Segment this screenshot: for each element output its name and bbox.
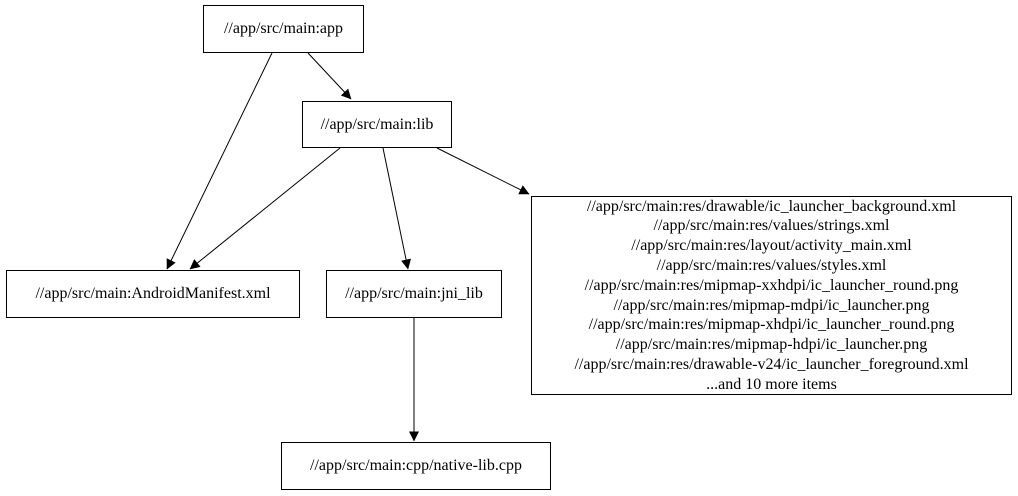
node-app: //app/src/main:app [203,5,364,53]
res-item: //app/src/main:res/layout/activity_main.… [631,237,912,255]
edge-lib-to-jni-lib [382,147,411,270]
node-native-lib-cpp: //app/src/main:cpp/native-lib.cpp [281,442,551,490]
node-android-manifest-label: //app/src/main:AndroidManifest.xml [35,285,271,303]
res-item: //app/src/main:res/values/strings.xml [653,217,890,235]
res-item: //app/src/main:res/drawable-v24/ic_launc… [574,355,969,373]
edge-lib-to-manifest [189,147,341,270]
node-android-manifest: //app/src/main:AndroidManifest.xml [6,270,300,318]
res-item: //app/src/main:res/values/styles.xml [656,256,887,274]
res-item: //app/src/main:res/mipmap-hdpi/ic_launch… [615,336,928,354]
node-app-label: //app/src/main:app [223,20,344,38]
res-more-items: ...and 10 more items [706,375,837,393]
edge-lib-to-res-group [436,147,530,195]
res-item: //app/src/main:res/drawable/ic_launcher_… [586,197,957,215]
res-item: //app/src/main:res/mipmap-xhdpi/ic_launc… [588,316,955,334]
res-item: //app/src/main:res/mipmap-xxhdpi/ic_laun… [584,276,959,294]
res-item: //app/src/main:res/mipmap-mdpi/ic_launch… [613,296,930,314]
node-jni-lib: //app/src/main:jni_lib [326,270,502,318]
node-lib: //app/src/main:lib [302,101,452,148]
edge-app-to-manifest [166,52,273,270]
node-lib-label: //app/src/main:lib [320,115,434,133]
node-res-group: //app/src/main:res/drawable/ic_launcher_… [531,196,1012,395]
edge-app-to-lib [307,52,352,100]
node-native-lib-cpp-label: //app/src/main:cpp/native-lib.cpp [310,457,522,475]
node-jni-lib-label: //app/src/main:jni_lib [345,285,483,303]
